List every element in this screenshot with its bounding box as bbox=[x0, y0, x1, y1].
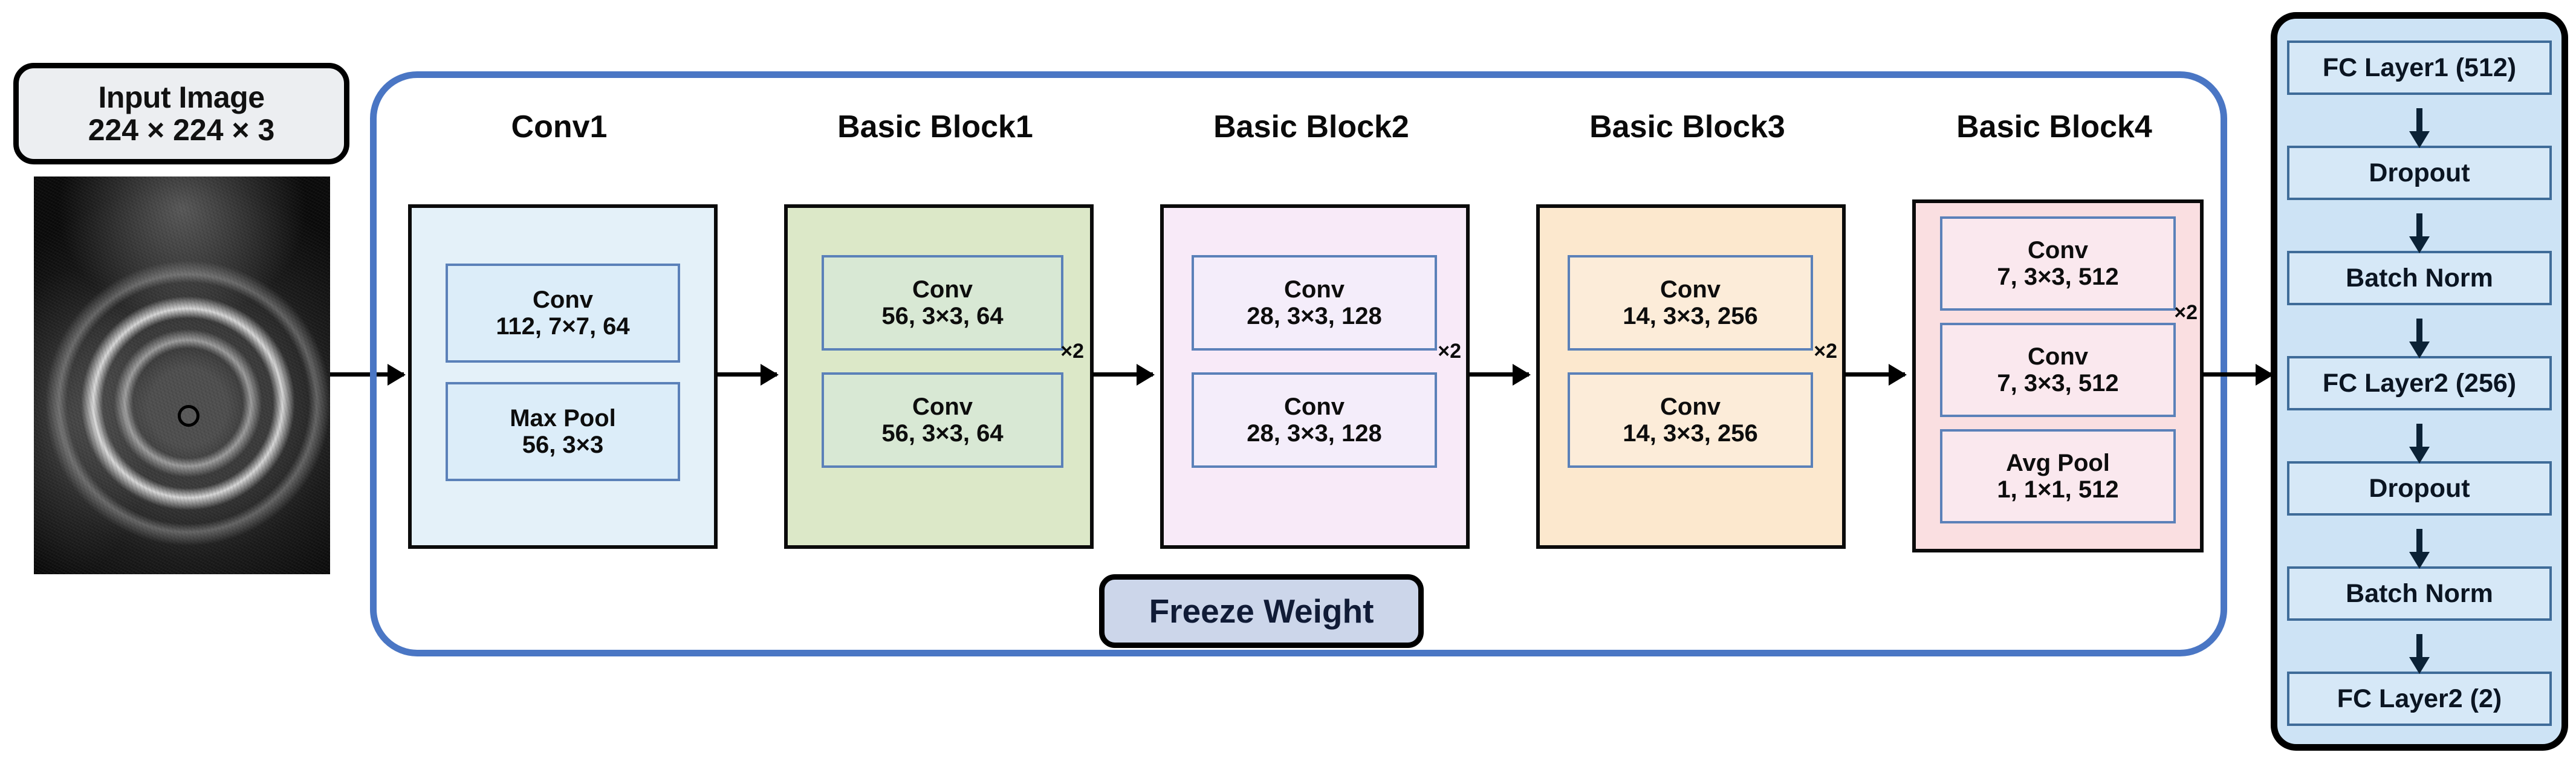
row-label: Dropout bbox=[2369, 473, 2470, 503]
stage-box-conv1: Conv 112, 7×7, 64 Max Pool 56, 3×3 bbox=[408, 204, 718, 549]
classifier-row-batch-norm-1: Batch Norm bbox=[2287, 251, 2552, 305]
layer-spec: 28, 3×3, 128 bbox=[1247, 303, 1382, 329]
layer-type: Conv bbox=[1660, 276, 1721, 303]
classifier-row-dropout-2: Dropout bbox=[2287, 461, 2552, 516]
input-image-badge: Input Image 224 × 224 × 3 bbox=[13, 63, 349, 164]
layer-type: Conv bbox=[533, 287, 593, 313]
stage-title-conv1: Conv1 bbox=[511, 109, 608, 144]
input-ultrasound-image bbox=[34, 176, 330, 574]
classifier-row-fc-layer2-256: FC Layer2 (256) bbox=[2287, 356, 2552, 410]
layer-conv1-maxpool: Max Pool 56, 3×3 bbox=[446, 382, 680, 481]
layer-spec: 14, 3×3, 256 bbox=[1623, 420, 1758, 447]
row-label: Batch Norm bbox=[2346, 578, 2493, 608]
stage-title-basic-block1: Basic Block1 bbox=[837, 109, 1033, 144]
layer-spec: 1, 1×1, 512 bbox=[1997, 476, 2119, 503]
classifier-row-fc-layer2-2: FC Layer2 (2) bbox=[2287, 672, 2552, 726]
arrow-block4-to-classifier bbox=[2202, 372, 2272, 377]
classifier-row-batch-norm-2: Batch Norm bbox=[2287, 566, 2552, 621]
layer-spec: 14, 3×3, 256 bbox=[1623, 303, 1758, 329]
stage-box-basic-block1: Conv 56, 3×3, 64 Conv 56, 3×3, 64 ×2 bbox=[784, 204, 1094, 549]
layer-type: Conv bbox=[1284, 393, 1345, 420]
stage-title-basic-block4: Basic Block4 bbox=[1956, 109, 2152, 144]
repeat-label-block2: ×2 bbox=[1438, 340, 1461, 363]
row-label: FC Layer2 (2) bbox=[2337, 684, 2502, 713]
freeze-weight-badge: Freeze Weight bbox=[1099, 574, 1424, 648]
arrow-block2-to-block3 bbox=[1468, 372, 1529, 377]
layer-block3-conv-b: Conv 14, 3×3, 256 bbox=[1568, 372, 1813, 468]
layer-type: Avg Pool bbox=[2006, 450, 2110, 476]
freeze-weight-container bbox=[370, 71, 2227, 656]
layer-type: Conv bbox=[2028, 237, 2088, 264]
classifier-head-panel: FC Layer1 (512) Dropout Batch Norm FC La… bbox=[2271, 12, 2568, 751]
layer-type: Conv bbox=[2028, 343, 2088, 370]
classifier-row-fc-layer1: FC Layer1 (512) bbox=[2287, 40, 2552, 95]
repeat-label-block4: ×2 bbox=[2174, 301, 2198, 324]
layer-type: Conv bbox=[1660, 393, 1721, 420]
row-label: Batch Norm bbox=[2346, 263, 2493, 293]
layer-conv1-conv: Conv 112, 7×7, 64 bbox=[446, 264, 680, 363]
arrow-down-icon bbox=[2416, 213, 2422, 238]
arrow-down-icon bbox=[2416, 108, 2422, 132]
stage-title-basic-block2: Basic Block2 bbox=[1213, 109, 1409, 144]
classifier-row-dropout-1: Dropout bbox=[2287, 146, 2552, 200]
arrow-down-icon bbox=[2416, 319, 2422, 343]
input-image-dimensions: 224 × 224 × 3 bbox=[88, 113, 275, 147]
stage-box-basic-block3: Conv 14, 3×3, 256 Conv 14, 3×3, 256 ×2 bbox=[1536, 204, 1846, 549]
stage-box-basic-block2: Conv 28, 3×3, 128 Conv 28, 3×3, 128 ×2 bbox=[1160, 204, 1470, 549]
repeat-label-block1: ×2 bbox=[1060, 340, 1084, 363]
layer-type: Conv bbox=[1284, 276, 1345, 303]
layer-block4-conv-b: Conv 7, 3×3, 512 bbox=[1940, 323, 2176, 417]
arrow-block1-to-block2 bbox=[1092, 372, 1153, 377]
layer-spec: 56, 3×3, 64 bbox=[881, 303, 1004, 329]
arrow-input-to-conv1 bbox=[330, 372, 404, 377]
layer-spec: 7, 3×3, 512 bbox=[1997, 370, 2119, 397]
layer-block1-conv-a: Conv 56, 3×3, 64 bbox=[822, 255, 1063, 351]
arrow-conv1-to-block1 bbox=[716, 372, 777, 377]
arrow-down-icon bbox=[2416, 529, 2422, 553]
layer-block3-conv-a: Conv 14, 3×3, 256 bbox=[1568, 255, 1813, 351]
layer-type: Conv bbox=[912, 276, 973, 303]
layer-block2-conv-a: Conv 28, 3×3, 128 bbox=[1192, 255, 1437, 351]
layer-spec: 56, 3×3, 64 bbox=[881, 420, 1004, 447]
freeze-weight-label: Freeze Weight bbox=[1149, 592, 1374, 630]
stage-box-basic-block4: Conv 7, 3×3, 512 Conv 7, 3×3, 512 Avg Po… bbox=[1912, 199, 2204, 552]
repeat-label-block3: ×2 bbox=[1814, 340, 1837, 363]
layer-block2-conv-b: Conv 28, 3×3, 128 bbox=[1192, 372, 1437, 468]
layer-block1-conv-b: Conv 56, 3×3, 64 bbox=[822, 372, 1063, 468]
stage-title-basic-block3: Basic Block3 bbox=[1589, 109, 1785, 144]
ultrasound-speckle bbox=[34, 176, 330, 574]
layer-spec: 28, 3×3, 128 bbox=[1247, 420, 1382, 447]
row-label: FC Layer1 (512) bbox=[2322, 53, 2517, 82]
arrow-down-icon bbox=[2416, 634, 2422, 658]
arrow-down-icon bbox=[2416, 424, 2422, 448]
layer-type: Conv bbox=[912, 393, 973, 420]
layer-spec: 56, 3×3 bbox=[522, 432, 604, 458]
catheter-marker-icon bbox=[177, 405, 200, 427]
row-label: Dropout bbox=[2369, 158, 2470, 187]
row-label: FC Layer2 (256) bbox=[2322, 368, 2517, 398]
ultrasound-texture bbox=[34, 176, 330, 574]
layer-block4-avgpool: Avg Pool 1, 1×1, 512 bbox=[1940, 429, 2176, 523]
layer-type: Max Pool bbox=[510, 405, 616, 432]
layer-spec: 112, 7×7, 64 bbox=[496, 313, 630, 340]
input-image-title: Input Image bbox=[98, 80, 265, 114]
layer-block4-conv-a: Conv 7, 3×3, 512 bbox=[1940, 216, 2176, 311]
arrow-block3-to-block4 bbox=[1844, 372, 1905, 377]
layer-spec: 7, 3×3, 512 bbox=[1997, 264, 2119, 290]
